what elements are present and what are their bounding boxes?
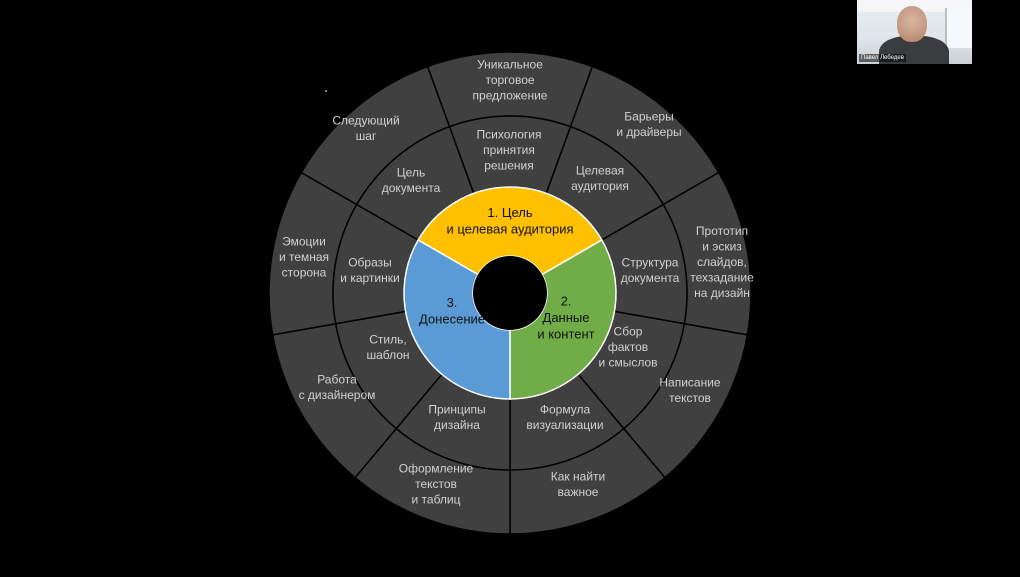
middle-ring-label-line: аудитория [571,179,629,193]
core-segment [403,238,511,400]
video-window [945,8,972,48]
participant-head [897,6,927,42]
video-thumbnail[interactable]: Павел Лебедев [857,0,972,64]
middle-ring-label-line: Стиль, [369,332,406,346]
outer-ring-label-line: важное [558,485,599,499]
outer-ring-label-line: техзадание [690,271,754,285]
outer-ring-label-line: текстов [669,391,711,405]
participant-name: Павел Лебедев [859,54,906,62]
core-label: 2.Данные и контент [537,294,594,342]
middle-ring-label-line: дизайна [434,418,480,432]
middle-ring-label: Структура документа [621,255,680,285]
middle-ring-label: Цель документа [382,165,441,195]
middle-ring-label: Принципы дизайна [428,402,485,432]
core-label-line: Данные [543,310,590,325]
core-segment [509,238,617,400]
outer-ring-label-line: с дизайнером [299,388,376,402]
middle-ring-label-line: Структура [622,255,679,269]
middle-ring-label: Образы и картинки [340,255,399,285]
outer-ring-label-line: Прототип [696,224,748,238]
core-label-line: Донесение [419,311,485,326]
middle-ring-label-line: документа [621,271,680,285]
outer-ring-label-line: и драйверы [616,125,681,139]
outer-ring-label-line: слайдов, [697,255,747,269]
outer-ring-label-line: торговое [485,73,534,87]
middle-ring-label-line: визуализации [526,418,603,432]
outer-ring-label-line: шаг [356,129,377,143]
middle-ring-label-line: и картинки [340,271,399,285]
middle-ring-label-line: документа [382,181,441,195]
outer-ring-label: Следующий шаг [332,113,399,143]
outer-ring-label-line: Барьеры [624,109,673,123]
middle-ring-label-line: фактов [608,340,648,354]
outer-ring-label-line: на дизайн [694,286,750,300]
outer-ring-label-line: предложение [473,89,548,103]
outer-ring-label: Работа с дизайнером [299,372,376,402]
outer-ring-label-line: и темная [279,250,329,264]
outer-ring-label-line: Уникальное [477,58,543,72]
core-segment [417,186,603,276]
middle-ring-label-line: Сбор [614,325,643,339]
core-label-line: 1. Цель [487,205,532,220]
middle-ring-label-line: шаблон [366,348,409,362]
middle-ring-label-line: Образы [348,255,392,269]
outer-ring-label-line: Эмоции [282,235,326,249]
outer-ring-label-line: Как найти [551,469,605,483]
core-label: 3.Донесение [419,295,485,327]
middle-ring-label: Целевая аудитория [571,163,629,193]
core-label-line: 2. [561,294,572,309]
middle-ring-label: Стиль, шаблон [366,332,409,362]
outer-ring-label-line: Работа [317,372,357,386]
middle-ring-label-line: Принципы [428,402,485,416]
stray-dot [325,90,327,92]
outer-ring-label-line: Написание [659,375,721,389]
outer-ring-label-line: и таблиц [412,493,461,507]
middle-ring-label-line: Психология [477,128,542,142]
outer-ring-label-line: Следующий [332,113,399,127]
center-hub [473,256,547,330]
outer-ring-label-line: и эскиз [702,240,742,254]
core-label-line: и целевая аудитория [447,221,574,236]
core-label-line: 3. [447,295,458,310]
core-label-line: и контент [537,327,594,342]
middle-ring-label: Формула визуализации [526,402,603,432]
outer-ring-label: Написание текстов [659,375,721,405]
middle-ring-label-line: принятия [483,143,535,157]
middle-ring-label-line: Целевая [576,163,624,177]
outer-ring-label-line: Оформление [399,462,474,476]
outer-ring-label: Как найти важное [551,469,605,499]
middle-ring-label-line: Формула [540,402,591,416]
outer-ring-label-line: сторона [282,266,327,280]
middle-ring-label-line: решения [484,159,533,173]
outer-ring-label: Барьеры и драйверы [616,109,681,139]
middle-ring-label-line: и смыслов [598,356,657,370]
middle-ring-label-line: Цель [397,165,425,179]
outer-ring-label-line: текстов [415,477,457,491]
